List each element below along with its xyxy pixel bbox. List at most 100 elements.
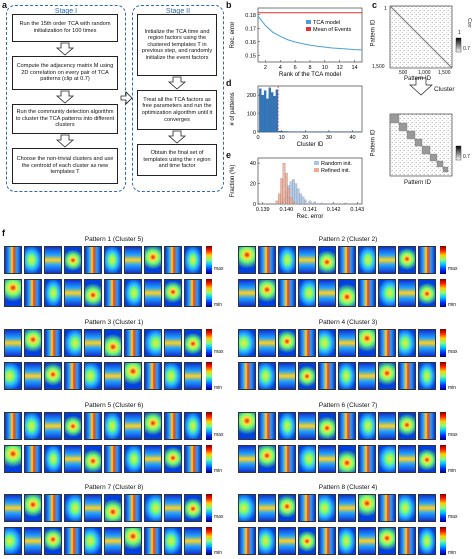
pattern-heatmap-tile bbox=[318, 329, 336, 357]
pattern-heatmap-tile bbox=[124, 494, 142, 522]
pattern-heatmap-tile bbox=[358, 362, 376, 390]
colorbar-min-label: min bbox=[448, 550, 457, 556]
pattern-colorbar bbox=[440, 246, 446, 274]
histogram-bar bbox=[275, 200, 279, 205]
bottom-matrix-xlabel: Pattern ID bbox=[404, 180, 432, 186]
y-tick-label: 20 bbox=[250, 182, 256, 188]
histogram-bar bbox=[289, 197, 293, 205]
pattern-heatmap-tile bbox=[278, 445, 296, 473]
colorbar-min-label: min bbox=[448, 385, 457, 391]
pattern-heatmap-tile bbox=[238, 362, 256, 390]
x-axis-label: Rec. error bbox=[297, 214, 324, 220]
pattern-heatmap-tile bbox=[278, 412, 296, 440]
pattern-colorbar bbox=[440, 412, 446, 440]
pattern-heatmap-tile bbox=[398, 246, 416, 274]
pattern-tile-row bbox=[4, 329, 202, 357]
pattern-heatmap-tile bbox=[144, 527, 162, 555]
pattern-heatmap-tile bbox=[84, 246, 102, 274]
y-tick-label: 0.15 bbox=[245, 53, 256, 59]
panel-label-b: b bbox=[226, 0, 232, 10]
pattern-title: Pattern 7 (Cluster 8) bbox=[84, 484, 144, 491]
series-line bbox=[257, 15, 363, 51]
x-tick-label: 40 bbox=[349, 135, 355, 141]
pattern-heatmap-tile bbox=[144, 362, 162, 390]
pattern-tile-row bbox=[4, 527, 202, 555]
pattern-heatmap-tile bbox=[338, 527, 356, 555]
stage-two-step-1: Initialize the TCA time and region facto… bbox=[137, 14, 217, 76]
top-matrix-xlabel: Pattern ID bbox=[404, 76, 432, 82]
x-tick-label: 20 bbox=[302, 135, 308, 141]
pattern-heatmap-tile bbox=[4, 246, 22, 274]
panel-label-a: a bbox=[2, 0, 8, 10]
panel-label-d: d bbox=[226, 78, 232, 88]
pattern-heatmap-tile bbox=[278, 494, 296, 522]
pattern-heatmap-tile bbox=[258, 445, 276, 473]
pattern-heatmap-tile bbox=[164, 279, 182, 307]
x-axis-label: Cluster ID bbox=[297, 142, 324, 148]
pattern-heatmap-tile bbox=[238, 445, 256, 473]
pattern-heatmap-tile bbox=[318, 246, 336, 274]
pattern-heatmap-tile bbox=[258, 329, 276, 357]
pattern-heatmap-tile bbox=[144, 329, 162, 357]
pattern-heatmap-tile bbox=[24, 527, 42, 555]
matrix-tick: 1,000 bbox=[418, 70, 431, 76]
pattern-heatmap-tile bbox=[184, 412, 202, 440]
pattern-tile-row bbox=[238, 494, 436, 522]
pattern-heatmap-tile bbox=[44, 279, 62, 307]
pattern-heatmap-tile bbox=[378, 494, 396, 522]
pattern-heatmap-tile bbox=[398, 279, 416, 307]
colorbar-max-label: max bbox=[448, 349, 458, 355]
pattern-heatmap-tile bbox=[418, 279, 436, 307]
pattern-heatmap-tile bbox=[378, 445, 396, 473]
bottom-matrix-ylabel: Pattern ID bbox=[370, 129, 377, 157]
pattern-heatmap-tile bbox=[184, 329, 202, 357]
x-tick-label: 0.142 bbox=[327, 207, 341, 213]
pattern-colorbar bbox=[206, 329, 212, 357]
pattern-heatmap-tile bbox=[164, 362, 182, 390]
colorbar-value-label: 0.7 bbox=[463, 46, 470, 52]
pattern-heatmap-tile bbox=[318, 412, 336, 440]
pattern-colorbar bbox=[206, 527, 212, 555]
pattern-heatmap-tile bbox=[144, 445, 162, 473]
pattern-tile-row bbox=[238, 527, 436, 555]
pattern-heatmap-tile bbox=[84, 362, 102, 390]
histogram-bar bbox=[301, 196, 305, 205]
pattern-heatmap-tile bbox=[24, 279, 42, 307]
colorbar-max-label: max bbox=[448, 266, 458, 272]
pattern-heatmap-tile bbox=[258, 494, 276, 522]
pattern-heatmap-tile bbox=[4, 527, 22, 555]
pattern-colorbar bbox=[206, 494, 212, 522]
colorbar-max-label: max bbox=[214, 349, 224, 355]
pattern-heatmap-tile bbox=[124, 362, 142, 390]
stage-one-step-1: Run the 15th order TCA with random initi… bbox=[12, 14, 118, 42]
y-axis-label: # of patterns bbox=[230, 92, 236, 125]
pattern-heatmap-tile bbox=[318, 362, 336, 390]
pattern-heatmap-tile bbox=[418, 445, 436, 473]
pattern-heatmap-tile bbox=[278, 362, 296, 390]
bar bbox=[280, 131, 283, 133]
x-axis-label: Rank of the TCA model bbox=[279, 72, 341, 78]
pattern-heatmap-tile bbox=[4, 362, 22, 390]
stage-one-title: Stage I bbox=[54, 8, 78, 15]
colorbar-max-label: max bbox=[448, 432, 458, 438]
pattern-heatmap-tile bbox=[104, 329, 122, 357]
x-tick-label: 14 bbox=[352, 65, 358, 71]
pattern-heatmap-tile bbox=[24, 445, 42, 473]
pattern-colorbar bbox=[206, 412, 212, 440]
pattern-heatmap-tile bbox=[64, 246, 82, 274]
y-tick-label: 100 bbox=[247, 112, 256, 118]
pattern-tile-row bbox=[238, 362, 436, 390]
pattern-heatmap-tile bbox=[238, 527, 256, 555]
histogram-bar bbox=[332, 202, 335, 205]
pattern-heatmap-tile bbox=[338, 494, 356, 522]
pattern-heatmap-tile bbox=[84, 329, 102, 357]
stage-one-step-4: Choose the non-trivial clusters and use … bbox=[12, 148, 118, 184]
legend-label: Mean of Events bbox=[313, 27, 351, 33]
correlation-matrix-panel bbox=[389, 5, 462, 177]
pattern-heatmap-tile bbox=[338, 329, 356, 357]
y-tick-label: 40 bbox=[250, 161, 256, 167]
pattern-heatmap-tile bbox=[84, 494, 102, 522]
pattern-heatmap-tile bbox=[258, 362, 276, 390]
pattern-heatmap-tile bbox=[238, 494, 256, 522]
